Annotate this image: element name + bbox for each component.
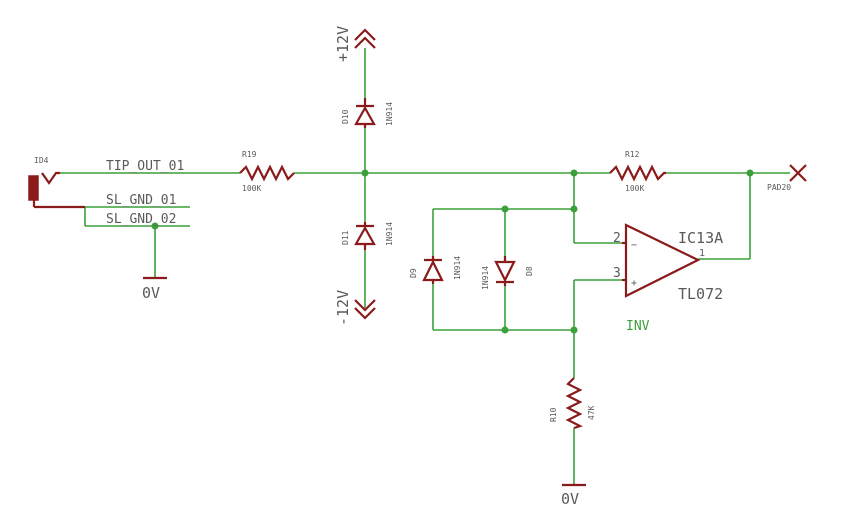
- opamp-pin1-label: 1: [699, 248, 705, 259]
- opamp-triangle: [624, 223, 701, 298]
- jack-body: [28, 175, 39, 201]
- jack-ref-label: ID4: [34, 156, 49, 165]
- pad-pad20: PAD20: [767, 164, 807, 192]
- d10-value-label: 1N914: [385, 102, 394, 126]
- jack-tip-contact: [41, 171, 60, 185]
- diode-d9: D9 1N914: [409, 256, 462, 284]
- minus12-arrow-1: [354, 299, 376, 312]
- pad-cross-b: [789, 164, 807, 182]
- supply-minus12: -12V: [334, 290, 376, 326]
- d8-value-label: 1N914: [481, 266, 490, 290]
- d10-triangle: [354, 105, 376, 126]
- ground-symbol-left: 0V: [142, 276, 167, 302]
- r12-ref-label: R12: [625, 150, 640, 159]
- junction-inv-top: [570, 169, 578, 177]
- plus12-label: +12V: [334, 26, 352, 62]
- ground-symbol-bottom: 0V: [561, 483, 586, 508]
- opamp-ref-label: IC13A: [678, 229, 723, 247]
- d9-ref-label: D9: [409, 268, 418, 278]
- diode-d11: D11 1N914: [341, 222, 394, 250]
- plus12-arrow-1: [354, 28, 376, 41]
- d11-triangle: [354, 225, 376, 246]
- r10-zigzag: [565, 377, 583, 430]
- junction-output: [746, 169, 754, 177]
- d9-triangle: [422, 259, 444, 282]
- minus12-arrow-2: [354, 307, 376, 320]
- minus12-label: -12V: [334, 290, 352, 326]
- r12-zigzag: [609, 164, 666, 182]
- jack-id4: ID4: [28, 156, 85, 209]
- d11-ref-label: D11: [341, 230, 350, 245]
- ground-label-left: 0V: [142, 284, 160, 302]
- junction-clamp-top-mid: [501, 205, 509, 213]
- r19-ref-label: R19: [242, 150, 257, 159]
- ground-label-bottom: 0V: [561, 490, 579, 508]
- d9-value-label: 1N914: [453, 256, 462, 280]
- net-label-tip-out: TIP_OUT_01: [106, 159, 184, 174]
- pad-ref-label: PAD20: [767, 183, 791, 192]
- supply-plus12: +12V: [334, 26, 376, 62]
- r19-zigzag: [239, 164, 295, 182]
- r10-value-label: 47K: [587, 405, 596, 420]
- d11-value-label: 1N914: [385, 222, 394, 246]
- diode-d10: D10 1N914: [341, 98, 394, 128]
- diode-d8: 1N914 D8: [481, 256, 534, 290]
- opamp-pin3-label: 3: [613, 266, 621, 281]
- d10-ref-label: D10: [341, 109, 350, 124]
- net-label-sl-gnd-02: SL_GND_02: [106, 212, 176, 227]
- net-label-sl-gnd-01: SL_GND_01: [106, 193, 176, 208]
- opamp-ic13a: − + 2 3 1 IC13A TL072: [613, 223, 723, 303]
- opamp-value-label: TL072: [678, 285, 723, 303]
- opamp-minus-sign: −: [631, 240, 637, 251]
- d8-ref-label: D8: [525, 266, 534, 276]
- opamp-pin2-label: 2: [613, 231, 621, 246]
- d8-triangle: [494, 260, 516, 283]
- r12-value-label: 100K: [625, 184, 644, 193]
- opamp-plus-sign: +: [631, 278, 637, 289]
- plus12-arrow-2: [354, 36, 376, 49]
- net-label-inv: INV: [626, 319, 650, 334]
- resistor-r19: R19 100K: [239, 150, 295, 193]
- junction-clamp-bottom-mid: [501, 326, 509, 334]
- junction-clamp-top-right: [570, 205, 578, 213]
- junction-main: [361, 169, 369, 177]
- r19-value-label: 100K: [242, 184, 261, 193]
- junctions: [151, 169, 754, 334]
- resistor-r10: R10 47K: [549, 377, 596, 430]
- wires: [60, 48, 790, 485]
- resistor-r12: R12 100K: [609, 150, 666, 193]
- junction-sl-gnd: [151, 222, 159, 230]
- junction-clamp-bottom-right: [570, 326, 578, 334]
- r10-ref-label: R10: [549, 407, 558, 422]
